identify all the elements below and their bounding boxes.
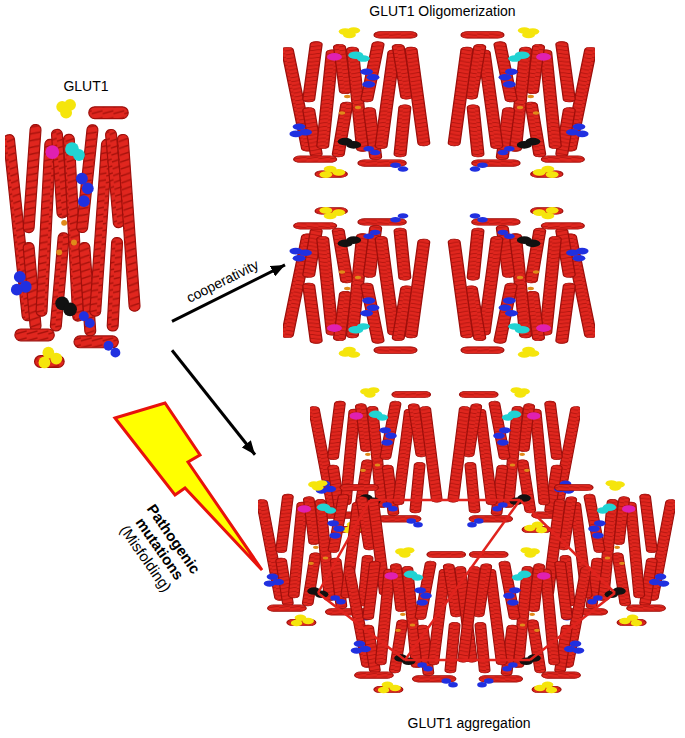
- panel-title: GLUT1: [60, 77, 111, 95]
- glut1-copy: [343, 547, 477, 693]
- aggregation-contacts: [318, 500, 615, 660]
- glut1-aggregate: [256, 387, 677, 693]
- mutation-note: Pathogenic mutations(Misfolding): [109, 491, 210, 605]
- reaction-arrow: [172, 350, 255, 455]
- glut1-copy: [281, 207, 430, 358]
- protein-panel: GLUT1 aggregation: [255, 380, 683, 736]
- protein-panel: GLUT1 Oligomerization: [285, 0, 600, 370]
- glut1-oligomer: [281, 27, 597, 358]
- glut1-copy: [448, 207, 597, 358]
- glut1-monomer: [3, 99, 140, 368]
- panel-title: GLUT1 Oligomerization: [366, 2, 518, 20]
- protein-panel: GLUT1: [0, 75, 172, 395]
- panel-title: GLUT1 aggregation: [405, 714, 534, 732]
- glut1-copy: [281, 27, 430, 178]
- glut1-copy: [448, 27, 597, 178]
- glut1-copy: [458, 547, 592, 693]
